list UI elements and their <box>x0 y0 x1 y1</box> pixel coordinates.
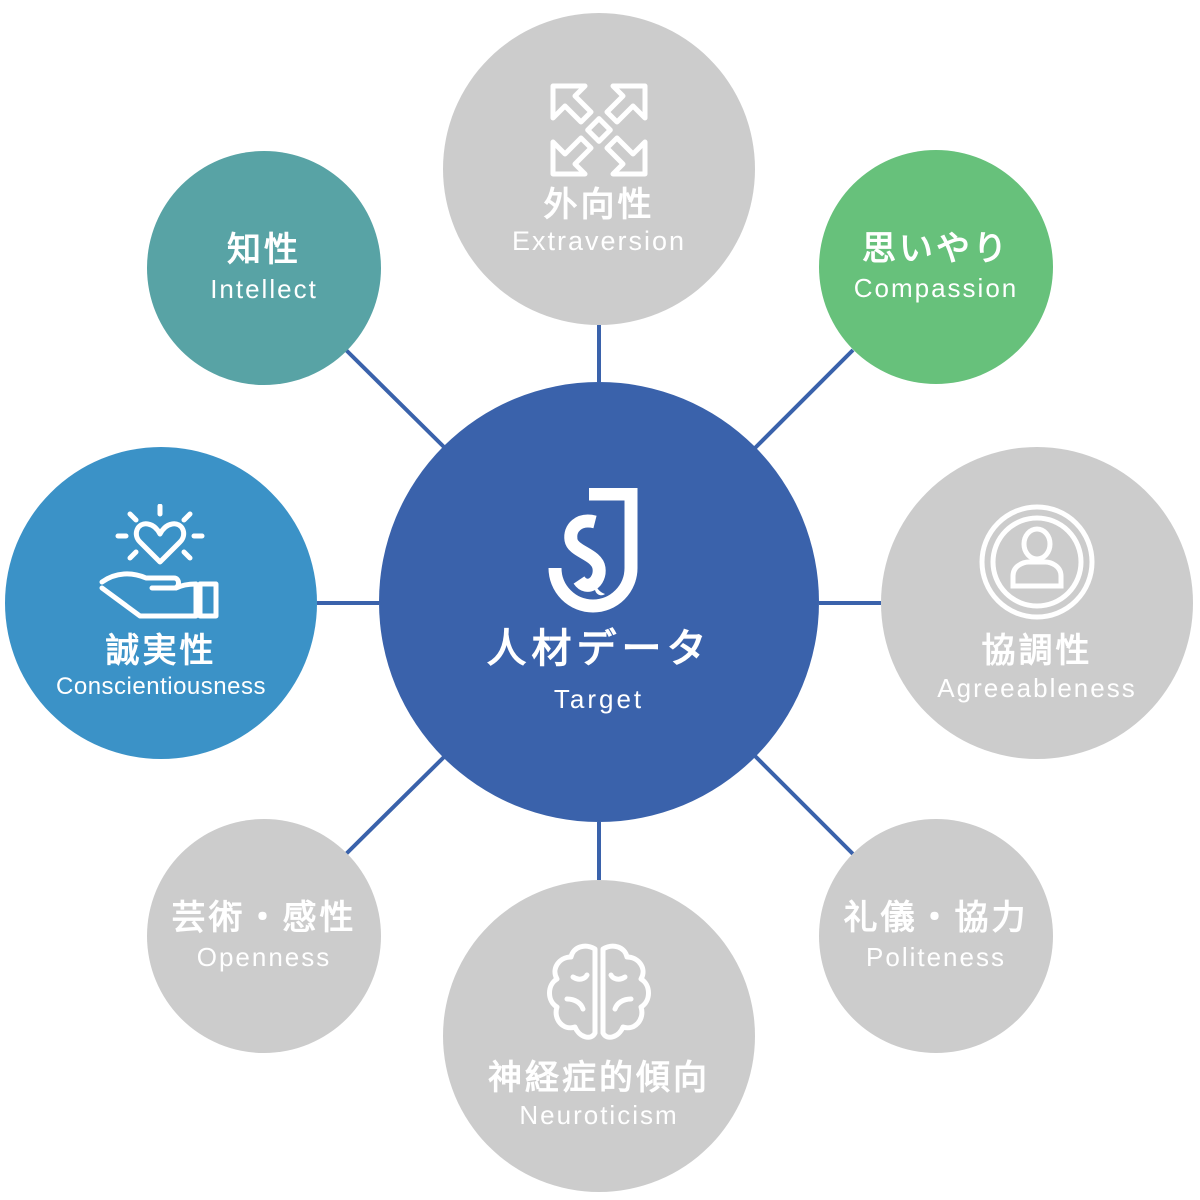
agreeableness-jp: 協調性 <box>981 630 1093 671</box>
extraversion-jp: 外向性 <box>543 185 655 226</box>
extraversion-en: Extraversion <box>511 226 687 257</box>
connector-politeness <box>753 754 855 856</box>
center-node-target: 人材データ Target <box>379 382 819 822</box>
node-conscientiousness: 誠実性 Conscientiousness <box>5 447 317 759</box>
compassion-jp: 思いやり <box>862 228 1010 269</box>
conscientiousness-jp: 誠実性 <box>105 631 217 672</box>
neuroticism-en: Neuroticism <box>519 1099 679 1130</box>
node-compassion: 思いやり Compassion <box>819 150 1053 384</box>
person-circle-icon <box>979 504 1095 620</box>
node-neuroticism: 神経症的傾向 Neuroticism <box>443 880 755 1192</box>
sj-logo-icon <box>548 488 638 613</box>
connector-intellect <box>344 348 447 450</box>
conscientiousness-en: Conscientiousness <box>56 673 266 701</box>
brain-icon <box>547 943 651 1040</box>
connector-compassion <box>753 348 855 450</box>
neuroticism-jp: 神経症的傾向 <box>488 1057 710 1098</box>
node-politeness: 礼儀・協力 Politeness <box>819 819 1053 1053</box>
connector-openness <box>344 754 447 856</box>
openness-jp: 芸術・感性 <box>171 897 357 938</box>
node-extraversion: 外向性 Extraversion <box>443 13 755 325</box>
center-title: 人材データ <box>486 626 712 673</box>
intellect-en: Intellect <box>210 273 318 304</box>
openness-en: Openness <box>196 941 332 972</box>
agreeableness-en: Agreeableness <box>937 672 1137 703</box>
hand-heart-icon <box>99 504 219 619</box>
expand-arrows-icon <box>550 83 648 177</box>
node-openness: 芸術・感性 Openness <box>147 819 381 1053</box>
node-agreeableness: 協調性 Agreeableness <box>881 447 1193 759</box>
center-subtitle: Target <box>553 684 645 715</box>
politeness-jp: 礼儀・協力 <box>843 897 1029 938</box>
politeness-en: Politeness <box>866 941 1006 972</box>
intellect-jp: 知性 <box>227 229 301 270</box>
compassion-en: Compassion <box>853 272 1019 303</box>
node-intellect: 知性 Intellect <box>147 151 381 385</box>
